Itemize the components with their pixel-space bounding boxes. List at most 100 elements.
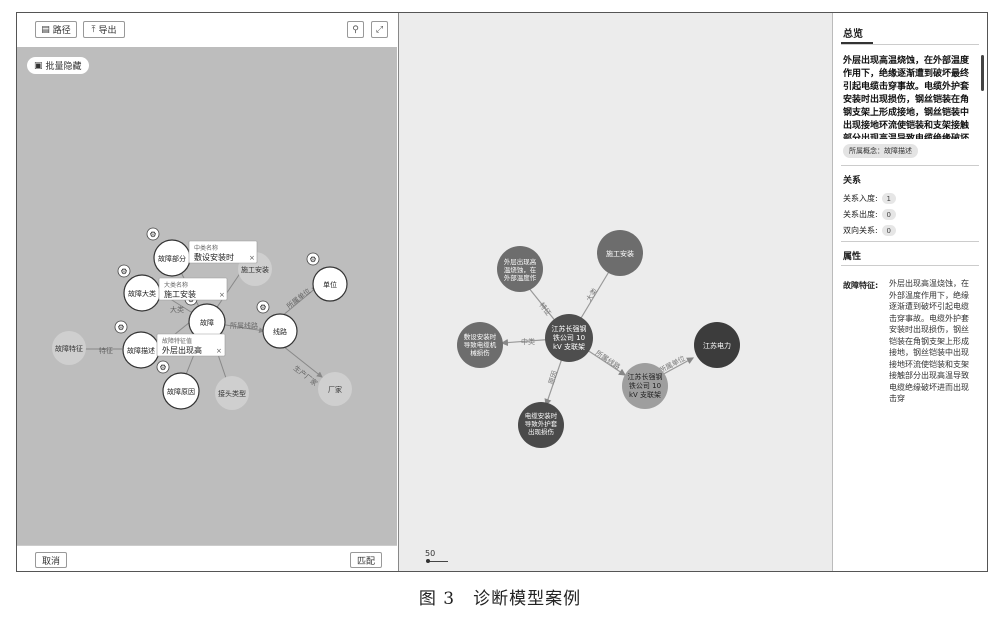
concept-tag: 所属概念：故障描述 — [843, 144, 918, 158]
edge-label-big: 大类 — [584, 286, 599, 303]
node-fault-part[interactable]: 故障部分 — [153, 239, 191, 277]
left-footer: 取消 匹配 — [17, 545, 397, 571]
svg-text:出现损伤: 出现损伤 — [528, 427, 555, 436]
edge-label-feature: 特征 — [99, 346, 113, 355]
gear-icon[interactable]: ⚙ — [114, 320, 128, 334]
gear-icon[interactable]: ⚙ — [306, 252, 320, 266]
svg-text:导致外护套: 导致外护套 — [525, 419, 558, 428]
node-line[interactable]: 线路 — [262, 313, 298, 349]
svg-text:施工安装: 施工安装 — [606, 249, 634, 258]
svg-text:外层出现高: 外层出现高 — [504, 257, 537, 266]
zoom-slider-handle[interactable] — [426, 559, 430, 563]
node-line2[interactable]: 江苏长强钢 铁公司 10 kV 支联架 — [622, 363, 668, 409]
batch-hide-button[interactable]: ▣ 批量隐藏 — [27, 57, 89, 74]
svg-text:大类名称: 大类名称 — [164, 281, 188, 289]
svg-text:施工安装: 施工安装 — [164, 289, 196, 299]
svg-text:江苏长强钢: 江苏长强钢 — [628, 372, 663, 381]
svg-text:铁公司 10: 铁公司 10 — [629, 381, 661, 390]
node-sheath-damage[interactable]: 电缆安装时 导致外护套 出现损伤 — [518, 402, 564, 448]
detail-panel: 总览 外层出现高温烧蚀，在外部温度作用下，绝缘逐渐遭到破坏最终引起电缆击穿事故。… — [832, 13, 987, 571]
svg-text:敷设安装时: 敷设安装时 — [194, 252, 234, 262]
svg-text:故障大类: 故障大类 — [128, 289, 156, 298]
svg-text:kV 支联架: kV 支联架 — [629, 390, 661, 399]
gear-icon[interactable]: ⚙ — [256, 300, 270, 314]
result-graph-canvas[interactable]: 特征 大类 中类 原因 所属线路 所属单位 外层出现高 温烧蚀，在 外部温度作 … — [398, 13, 832, 571]
node-fault-big[interactable]: 故障大类 — [123, 274, 161, 312]
edge-label-prod: 生产厂家 — [292, 363, 320, 387]
svg-text:外层出现高: 外层出现高 — [162, 345, 202, 355]
svg-text:敷设安装时: 敷设安装时 — [464, 332, 497, 341]
close-icon: × — [216, 347, 222, 355]
left-graph-canvas[interactable]: ▣ 批量隐藏 — [17, 47, 397, 545]
popup-big-class[interactable]: 大类名称 施工安装 × — [158, 277, 228, 301]
node-fault-cause[interactable]: 故障原因 — [162, 372, 200, 410]
tab-indicator — [841, 42, 873, 44]
relation-bidirectional: 双向关系:0 — [843, 225, 896, 236]
svg-text:江苏长强钢: 江苏长强钢 — [552, 324, 587, 333]
search-button[interactable]: ⚲ — [347, 21, 364, 38]
node-center[interactable]: 江苏长强钢 铁公司 10 kV 支联架 — [545, 314, 593, 362]
svg-text:线路: 线路 — [273, 327, 287, 336]
left-toolbar: ▤ 路径 ⤒ 导出 ⚲ ⤢ — [17, 13, 397, 47]
svg-text:⚙: ⚙ — [120, 267, 127, 276]
divider — [841, 165, 979, 166]
svg-text:单位: 单位 — [323, 280, 337, 289]
popup-mid-class[interactable]: 中类名称 敷设安装时 × — [188, 240, 258, 264]
app-frame: ▤ 路径 ⤒ 导出 ⚲ ⤢ ▣ 批量隐藏 — [16, 12, 988, 572]
result-graph: 特征 大类 中类 原因 所属线路 所属单位 外层出现高 温烧蚀，在 外部温度作 … — [457, 230, 740, 448]
divider — [841, 241, 979, 242]
svg-text:外部温度作: 外部温度作 — [504, 273, 537, 282]
gear-icon[interactable]: ⚙ — [156, 360, 170, 374]
node-fault-desc[interactable]: 故障描述 — [122, 331, 160, 369]
node-jiangsu-power[interactable]: 江苏电力 — [694, 322, 740, 368]
svg-text:铁公司 10: 铁公司 10 — [553, 333, 585, 342]
svg-text:施工安装: 施工安装 — [241, 265, 269, 274]
svg-text:接头类型: 接头类型 — [218, 389, 246, 398]
edge-label-big: 大类 — [170, 305, 184, 314]
collapse-icon: ⤢ — [375, 24, 384, 35]
node-fault-feature[interactable]: 故障特征 — [52, 331, 86, 365]
relation-in-degree: 关系入度:1 — [843, 193, 896, 204]
zoom-level: 50 — [425, 549, 436, 558]
svg-text:江苏电力: 江苏电力 — [703, 341, 731, 350]
svg-text:故障原因: 故障原因 — [167, 387, 195, 396]
export-button[interactable]: ⤒ 导出 — [83, 21, 125, 38]
node-joint-type[interactable]: 接头类型 — [215, 376, 249, 410]
edge-label-cause: 原因 — [547, 370, 559, 386]
fullscreen-button[interactable]: ⤢ — [371, 21, 388, 38]
svg-text:kV 支联架: kV 支联架 — [553, 342, 585, 351]
edge-label-mid: 中类 — [521, 337, 535, 346]
node-lay-damage[interactable]: 敷设安装时 导致电缆机 械损伤 — [457, 322, 503, 368]
svg-text:厂家: 厂家 — [328, 385, 342, 394]
edge-label-unit: 所属单位 — [285, 286, 313, 310]
path-button[interactable]: ▤ 路径 — [35, 21, 77, 38]
svg-text:⚙: ⚙ — [117, 323, 124, 332]
match-button[interactable]: 匹配 — [350, 552, 383, 568]
gear-icon[interactable]: ⚙ — [117, 264, 131, 278]
svg-text:⚙: ⚙ — [149, 230, 156, 239]
svg-text:⚙: ⚙ — [259, 303, 266, 312]
left-graph: 所属线路 大类 特征 生产厂家 所属单位 故障部分 故障大类 施工安装 — [52, 227, 352, 410]
svg-text:故障特征: 故障特征 — [55, 344, 83, 353]
svg-text:电缆安装时: 电缆安装时 — [525, 411, 558, 420]
node-construction-install[interactable]: 施工安装 — [597, 230, 643, 276]
cancel-button[interactable]: 取消 — [35, 552, 68, 568]
svg-text:导致电缆机: 导致电缆机 — [464, 340, 497, 349]
panel-scrollbar[interactable] — [981, 55, 984, 91]
node-outer-burn[interactable]: 外层出现高 温烧蚀，在 外部温度作 — [497, 246, 543, 292]
checkbox-icon: ▣ — [34, 60, 43, 71]
search-icon: ⚲ — [352, 24, 359, 35]
gear-icon[interactable]: ⚙ — [146, 227, 160, 241]
edge-label-line: 所属线路 — [594, 348, 622, 371]
svg-text:故障描述: 故障描述 — [127, 346, 155, 355]
tab-overview[interactable]: 总览 — [843, 29, 863, 40]
figure-caption: 图 3 诊断模型案例 — [418, 589, 582, 609]
svg-text:故障特征值: 故障特征值 — [162, 337, 192, 345]
popup-feature-value[interactable]: 故障特征值 外层出现高 × — [156, 333, 226, 357]
node-unit[interactable]: 单位 — [312, 266, 348, 302]
svg-text:⚙: ⚙ — [309, 255, 316, 264]
attr-key: 故障特征: — [843, 281, 879, 290]
zoom-slider-track[interactable] — [428, 561, 448, 562]
svg-text:故障部分: 故障部分 — [158, 254, 186, 263]
node-manufacturer[interactable]: 厂家 — [318, 372, 352, 406]
